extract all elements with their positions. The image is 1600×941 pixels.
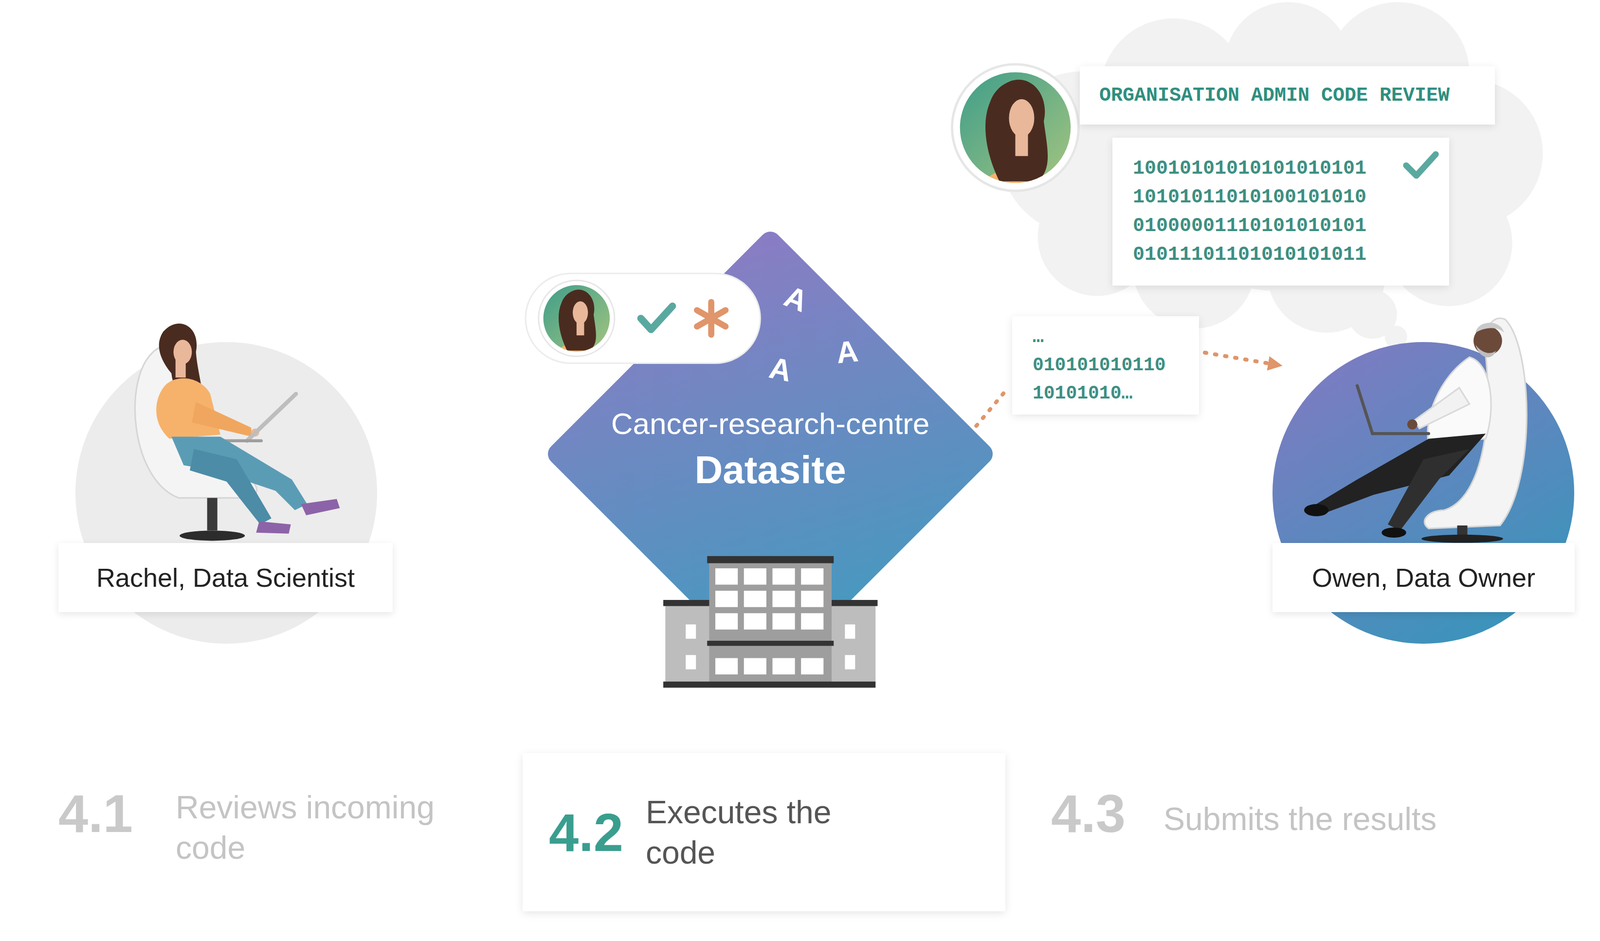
step-text: Submits the results (1163, 799, 1437, 840)
step-number: 4.3 (1051, 782, 1126, 845)
persona-circle-shape (134, 323, 340, 542)
site-type: Datasite (694, 448, 846, 492)
diamond-text: Cancer-research-centreDatasite (547, 405, 993, 492)
diamond-shape (525, 273, 878, 688)
code-snippet: … 010101010110 10101010… (1012, 316, 1200, 415)
floating-letter: A (834, 333, 860, 370)
review-header: ORGANISATION ADMIN CODE REVIEW (1079, 66, 1495, 125)
code-text: 10010101010101010101 1010101101010010101… (1132, 154, 1367, 270)
persona-circle: Rachel, Data Scientist (75, 342, 378, 644)
code-box: 10010101010101010101 1010101101010010101… (1112, 137, 1450, 286)
data-flow-connector (1204, 352, 1280, 366)
datasite-diamond: Cancer-research-centreDatasite (547, 231, 993, 677)
check-mark (1406, 154, 1437, 176)
check-mark (1112, 137, 1118, 143)
step-text: Executes the code (645, 792, 875, 873)
admin-avatar (951, 64, 1079, 191)
persona-label: Owen, Data Owner (1272, 543, 1575, 613)
persona-label: Rachel, Data Scientist (58, 543, 393, 613)
step-number: 4.2 (548, 801, 624, 864)
thought-cloud (1000, 1, 1544, 348)
step-number: 4.1 (58, 782, 133, 845)
code-text: … 010101010110 10101010… (1032, 323, 1166, 408)
persona-circle: Owen, Data Owner (1272, 342, 1575, 644)
step-text: Reviews incoming code (175, 787, 468, 868)
panel-heading: ORGANISATION ADMIN CODE REVIEW (1099, 84, 1450, 107)
persona-circle-shape (1304, 318, 1527, 544)
data-flow-connector (976, 390, 1007, 427)
site-name: Cancer-research-centre (611, 405, 930, 442)
step-box: 4.2 Executes the code (522, 753, 1006, 912)
